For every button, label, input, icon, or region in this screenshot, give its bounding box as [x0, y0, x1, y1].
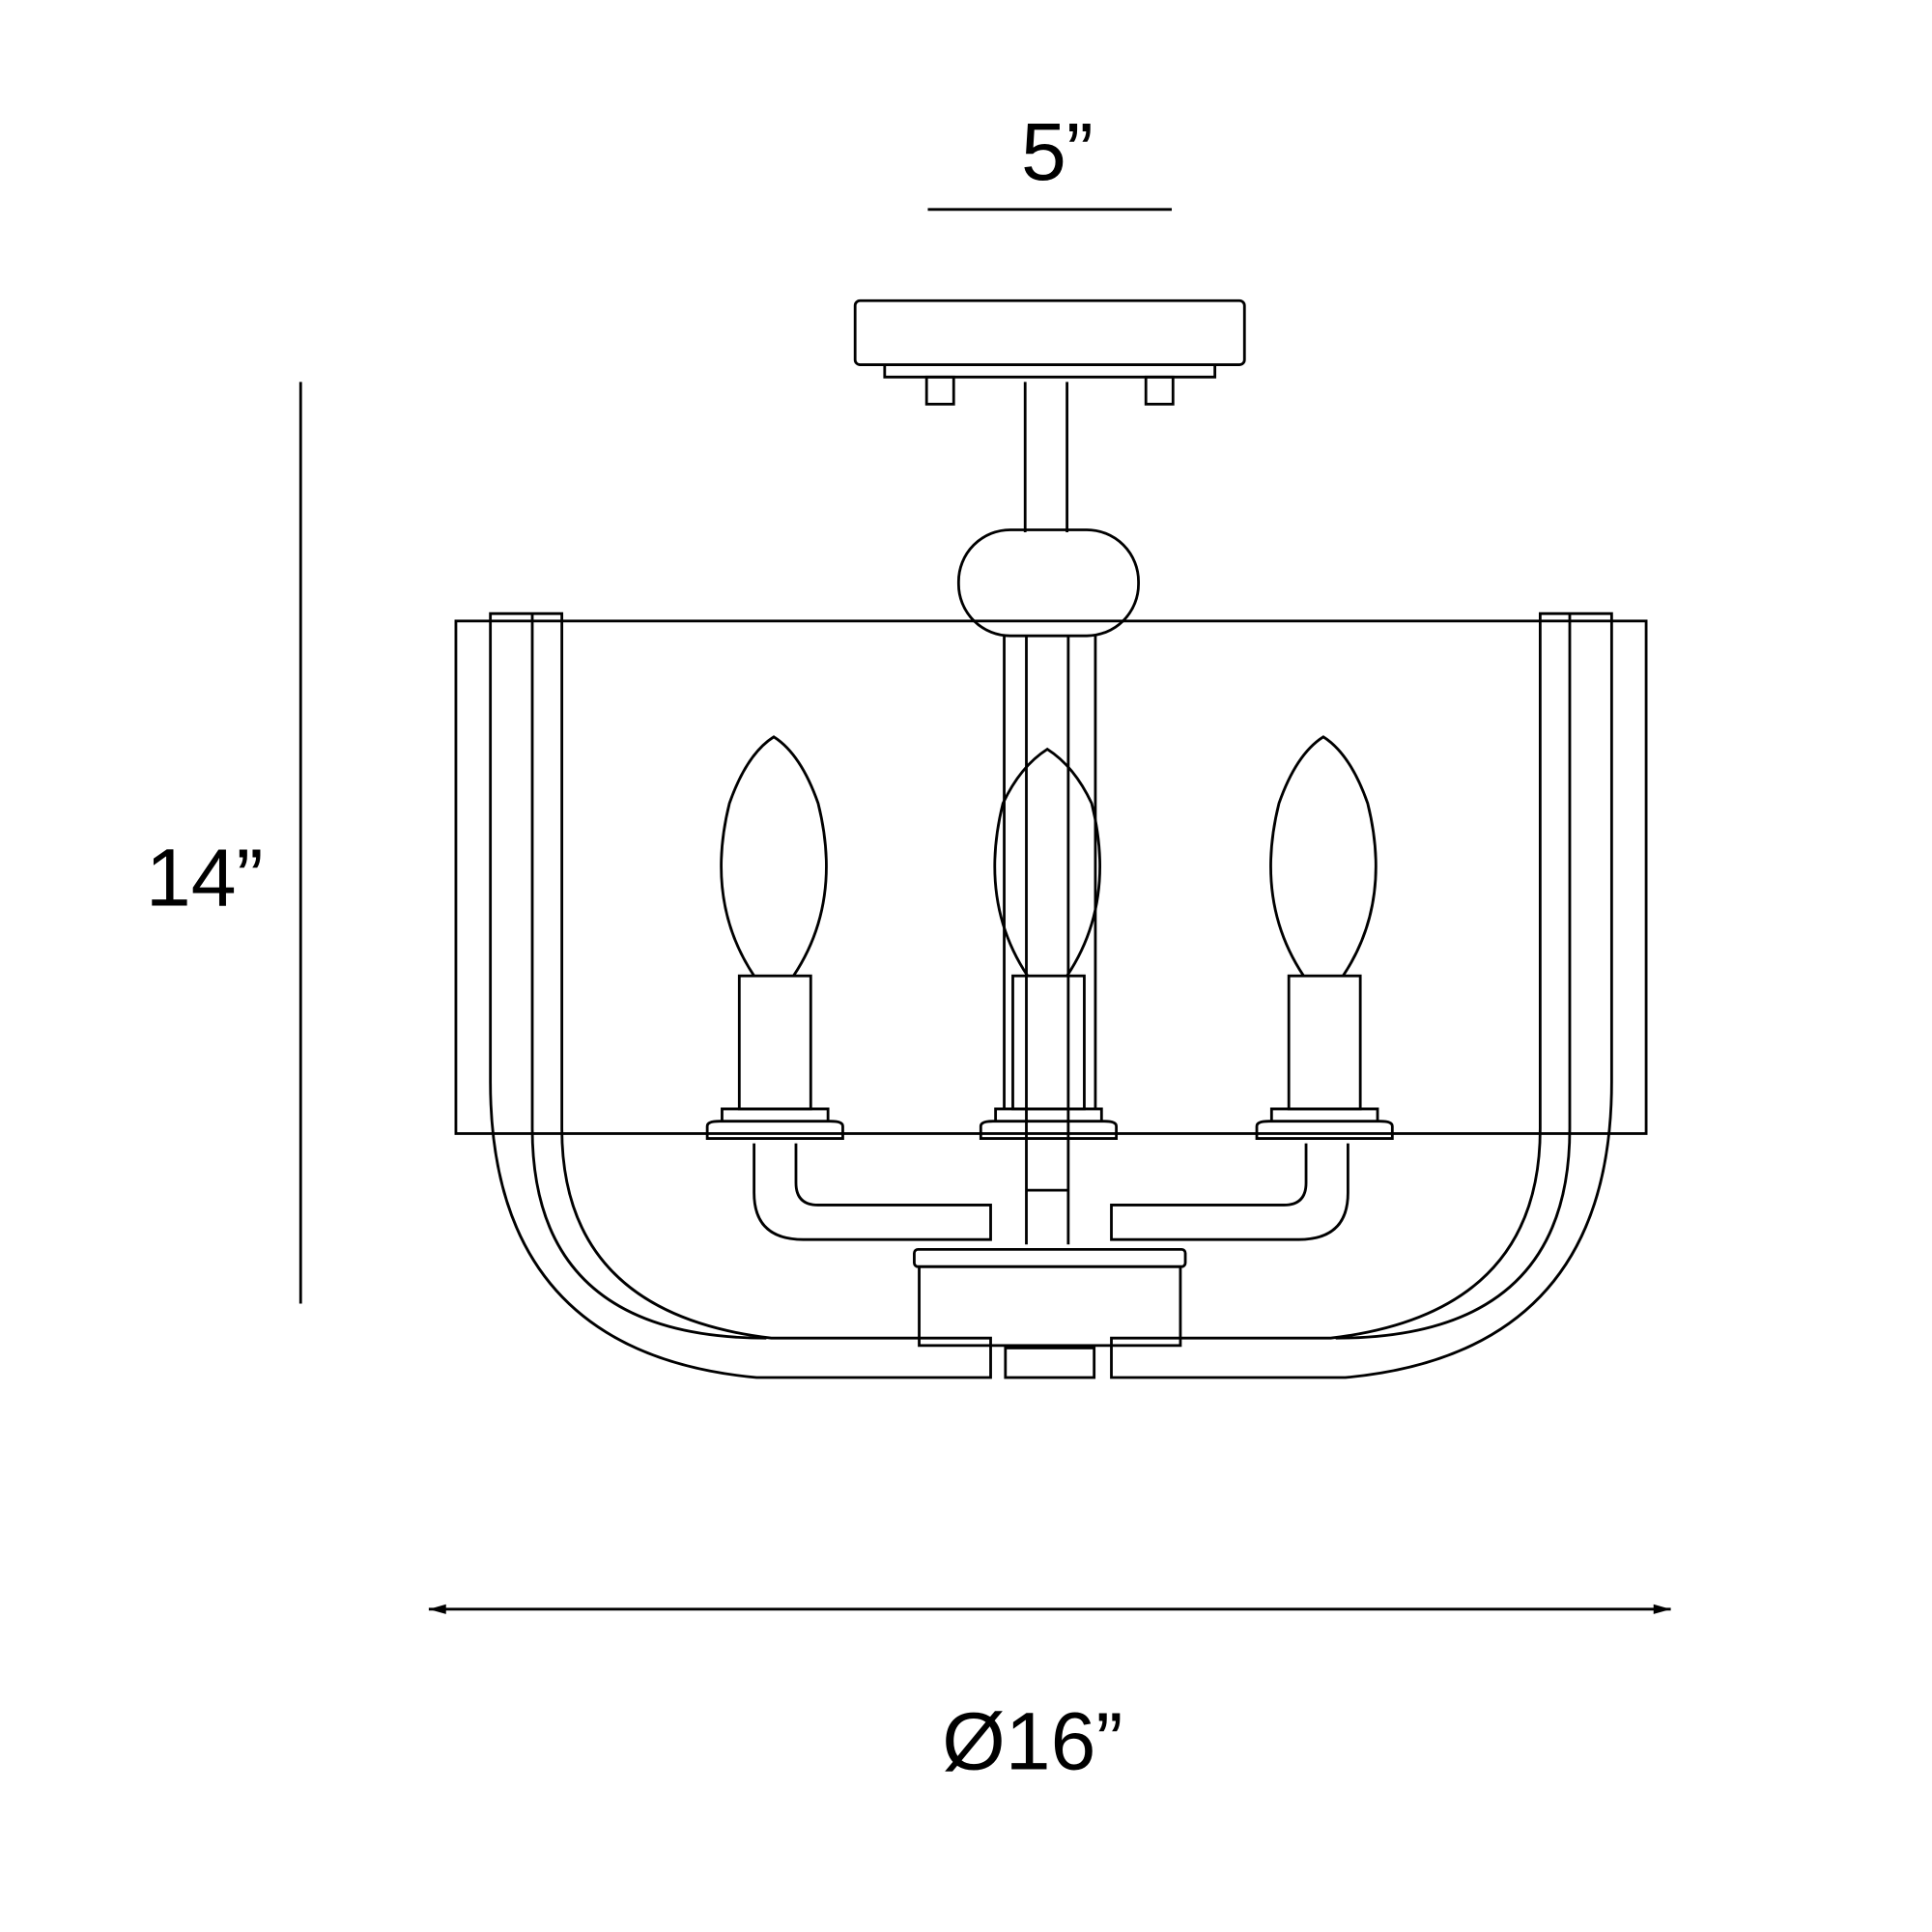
canopy-width-label: 5” — [1021, 106, 1094, 197]
frame-right — [1110, 611, 1613, 1379]
arm-right — [1110, 1143, 1350, 1241]
bulb-icon — [993, 747, 1101, 977]
height-dimension: 14” — [146, 382, 302, 1304]
bulb-icon — [720, 735, 828, 977]
canopy-width-dimension: 5” — [927, 106, 1173, 212]
diameter-label: Ø16” — [942, 1696, 1122, 1787]
decorative-knob — [956, 528, 1140, 638]
candle-center — [979, 747, 1119, 1140]
height-label: 14” — [146, 832, 264, 923]
diameter-dimension: Ø16” — [428, 1604, 1671, 1787]
canopy — [853, 298, 1246, 366]
bulb-icon — [1269, 735, 1378, 977]
candle-left — [705, 735, 844, 1140]
arm-left — [753, 1143, 992, 1241]
frame-left — [489, 611, 992, 1379]
light-fixture — [454, 298, 1648, 1379]
candle-right — [1255, 735, 1394, 1140]
base-plate — [913, 1247, 1187, 1268]
shade — [454, 619, 1648, 1135]
